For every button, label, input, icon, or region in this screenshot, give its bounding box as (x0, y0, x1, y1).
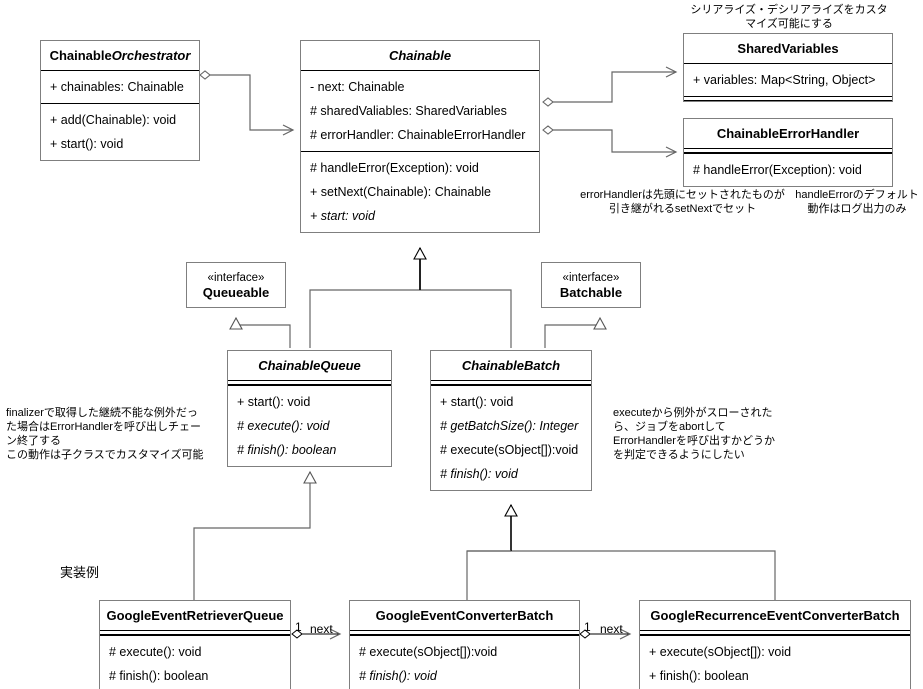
method-row: # execute(): void (109, 645, 202, 659)
note-error-handler: errorHandlerは先頭にセットされたものが 引き継がれるsetNextで… (580, 189, 785, 215)
attributes-compartment (640, 630, 910, 635)
class-chainable-queue[interactable]: ChainableQueue + start(): void # execute… (227, 350, 392, 467)
methods-compartment: # handleError(Exception): void (684, 153, 892, 186)
method-row: # finish(): boolean (237, 443, 337, 457)
attributes-compartment (100, 630, 290, 635)
note-handle-error: handleErrorのデフォルト 動作はログ出力のみ (795, 189, 919, 215)
methods-compartment: + start(): void # execute(): void # fini… (228, 385, 391, 466)
class-google-recurrence-event-converter-batch[interactable]: GoogleRecurrenceEventConverterBatch + ex… (639, 600, 911, 689)
attribute-row: # errorHandler: ChainableErrorHandler (310, 128, 526, 142)
attribute-row: # sharedValiables: SharedVariables (310, 104, 507, 118)
class-title: GoogleEventConverterBatch (375, 608, 554, 623)
class-chainable[interactable]: Chainable - next: Chainable # sharedVali… (300, 40, 540, 233)
class-queueable-interface[interactable]: «interface» Queueable (186, 262, 286, 308)
note-batch-abort: executeから例外がスローされた ら、ジョブをabortして ErrorHa… (613, 407, 775, 461)
class-chainable-error-handler[interactable]: ChainableErrorHandler # handleError(Exce… (683, 118, 893, 187)
edge-chainable-to-errorhandler (542, 125, 678, 158)
edge-orchestrator-to-chainable (199, 70, 295, 136)
class-title: GoogleEventRetrieverQueue (106, 608, 284, 623)
method-row: # finish(): void (440, 467, 518, 481)
class-title-part1: Chainable (49, 48, 112, 63)
method-row: # handleError(Exception): void (310, 161, 479, 175)
association-label-next-1: next (310, 622, 333, 636)
methods-compartment: + start(): void # getBatchSize(): Intege… (431, 385, 591, 490)
attribute-row: + variables: Map<String, Object> (693, 73, 876, 87)
interface-name: Queueable (202, 284, 270, 300)
edge-chainablebatch-implements-batchable (544, 316, 607, 348)
method-row: # execute(): void (237, 419, 330, 433)
stereotype-label: «interface» (562, 271, 620, 284)
method-row: # handleError(Exception): void (693, 163, 862, 177)
multiplicity-label-1: 1 (295, 620, 302, 634)
attributes-compartment (684, 148, 892, 153)
interface-name: Batchable (559, 284, 623, 300)
class-title: GoogleRecurrenceEventConverterBatch (650, 608, 900, 623)
method-row: # execute(sObject[]):void (440, 443, 579, 457)
method-row: + setNext(Chainable): Chainable (310, 185, 492, 199)
method-row: + start(): void (50, 137, 124, 151)
method-row: + finish(): boolean (649, 669, 749, 683)
methods-compartment: + add(Chainable): void + start(): void (41, 103, 199, 160)
methods-compartment: # execute(sObject[]):void # finish(): vo… (350, 635, 579, 689)
attributes-compartment: - next: Chainable # sharedValiables: Sha… (301, 70, 539, 151)
class-title: ChainableBatch (461, 358, 561, 373)
edge-googlebatches-generalize-chainablebatch (466, 503, 776, 601)
method-row: # finish(): void (359, 669, 437, 683)
stereotype-label: «interface» (207, 271, 265, 284)
method-row: # getBatchSize(): Integer (440, 419, 579, 433)
class-batchable-interface[interactable]: «interface» Batchable (541, 262, 641, 308)
class-shared-variables[interactable]: SharedVariables + variables: Map<String,… (683, 33, 893, 102)
attributes-compartment: + variables: Map<String, Object> (684, 63, 892, 96)
note-shared-variables: シリアライズ・デシリアライズをカスタ マイズ可能にする (690, 4, 888, 30)
method-row: # finish(): boolean (109, 669, 209, 683)
class-title-part2: Orchestrator (111, 48, 191, 63)
method-row: + start(): void (237, 395, 311, 409)
method-row: + start(): void (440, 395, 514, 409)
multiplicity-label-2: 1 (584, 620, 591, 634)
attributes-compartment (350, 630, 579, 635)
attribute-row: - next: Chainable (310, 80, 405, 94)
method-row: + add(Chainable): void (50, 113, 177, 127)
class-chainable-orchestrator[interactable]: ChainableOrchestrator + chainables: Chai… (40, 40, 200, 161)
edge-googleeventretrieverqueue-generalize-chainablequeue (193, 470, 317, 601)
class-google-event-retriever-queue[interactable]: GoogleEventRetrieverQueue # execute(): v… (99, 600, 291, 689)
class-title: ChainableErrorHandler (716, 126, 860, 141)
methods-compartment: # execute(): void # finish(): boolean (100, 635, 290, 689)
class-title: «interface» Queueable (187, 271, 285, 300)
note-queue-finalizer: finalizerで取得した継続不能な例外だっ た場合はErrorHandler… (6, 407, 204, 461)
class-title: SharedVariables (737, 41, 839, 56)
class-title: Chainable (388, 48, 452, 63)
attribute-row: + chainables: Chainable (50, 80, 184, 94)
class-title: ChainableQueue (258, 358, 361, 373)
attributes-compartment: + chainables: Chainable (41, 70, 199, 103)
class-chainable-batch[interactable]: ChainableBatch + start(): void # getBatc… (430, 350, 592, 491)
class-google-event-converter-batch[interactable]: GoogleEventConverterBatch # execute(sObj… (349, 600, 580, 689)
edge-chainablequeue-implements-queueable (229, 316, 291, 348)
method-row: + start: void (310, 209, 375, 223)
association-label-next-2: next (600, 622, 623, 636)
attributes-compartment (431, 380, 591, 385)
method-row: # execute(sObject[]):void (359, 645, 498, 659)
method-row: + execute(sObject[]): void (649, 645, 792, 659)
class-title: ChainableOrchestrator (41, 41, 199, 70)
edge-chainable-to-sharedvariables (542, 66, 678, 107)
implementation-example-label: 実装例 (60, 565, 100, 580)
class-title: «interface» Batchable (542, 271, 640, 300)
edge-queue-batch-generalize-chainable (309, 246, 512, 348)
methods-compartment (684, 96, 892, 101)
methods-compartment: # handleError(Exception): void + setNext… (301, 151, 539, 232)
attributes-compartment (228, 380, 391, 385)
methods-compartment: + execute(sObject[]): void + finish(): b… (640, 635, 910, 689)
